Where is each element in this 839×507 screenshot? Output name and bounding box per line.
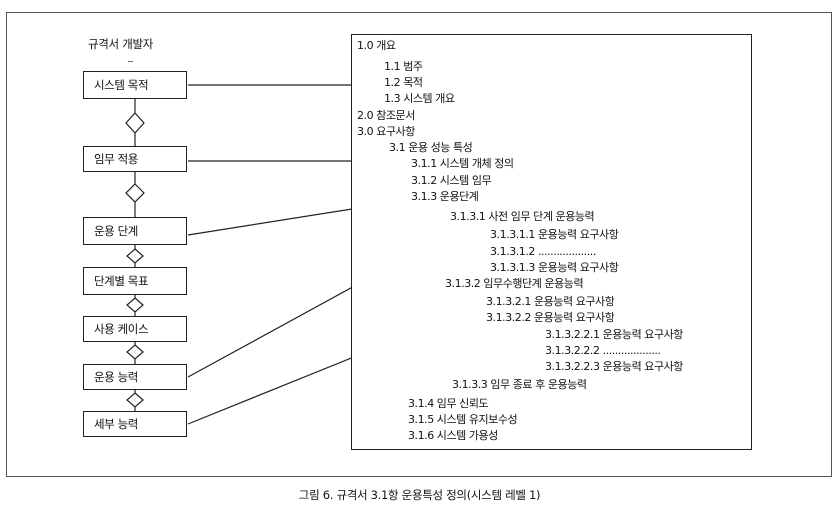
doc-line: 1.2 목적	[384, 76, 423, 89]
doc-line: 1.0 개요	[357, 39, 396, 52]
doc-line: 3.1.3.2.2.3 운용능력 요구사항	[545, 360, 683, 373]
box-label: 임무 적용	[94, 152, 138, 166]
doc-line: 3.1.3.2.2 운용능력 요구사항	[486, 311, 615, 324]
doc-line: 3.1.3.3 임무 종료 후 운용능력	[452, 378, 587, 391]
doc-line: 3.1.3 운용단계	[411, 190, 479, 203]
figure-caption: 그림 6. 규격서 3.1항 운용특성 정의(시스템 레벨 1)	[298, 488, 541, 502]
doc-line: 3.1.6 시스템 가용성	[408, 429, 498, 442]
box-label: 단계별 목표	[94, 274, 149, 288]
doc-line: 3.1.4 임무 신뢰도	[408, 397, 489, 410]
doc-line: 3.1.2 시스템 임무	[411, 174, 492, 187]
box-operation-phase: 운용 단계	[83, 217, 187, 245]
doc-line: 3.1.3.1.3 운용능력 요구사항	[490, 261, 619, 274]
doc-line: 3.1.5 시스템 유지보수성	[408, 413, 518, 426]
doc-line: 3.1.3.2.1 운용능력 요구사항	[486, 295, 615, 308]
doc-line: 1.1 범주	[384, 60, 423, 73]
title-underline-tick	[128, 61, 133, 62]
aggregation-diamond-2	[125, 183, 145, 203]
box-label: 운용 단계	[94, 224, 138, 238]
doc-line: 3.1.3.1.2 ...................	[490, 245, 596, 258]
aggregation-diamond-6	[126, 392, 144, 408]
aggregation-diamond-3	[126, 248, 144, 264]
doc-line: 3.1.3.2.2.1 운용능력 요구사항	[545, 328, 683, 341]
aggregation-diamond-1	[125, 112, 145, 134]
specification-document	[351, 34, 752, 450]
doc-line: 3.1.3.1.1 운용능력 요구사항	[490, 228, 619, 241]
box-mission-application: 임무 적용	[83, 146, 187, 172]
box-use-case: 사용 케이스	[83, 316, 187, 342]
doc-line: 3.1 운용 성능 특성	[389, 141, 473, 154]
doc-line: 1.3 시스템 개요	[384, 92, 455, 105]
box-label: 세부 능력	[94, 417, 138, 431]
box-label: 사용 케이스	[94, 322, 149, 336]
developer-label: 규격서 개발자	[88, 37, 154, 51]
doc-line: 3.1.3.1 사전 임무 단계 운용능력	[450, 210, 595, 223]
doc-line: 3.0 요구사항	[357, 125, 415, 138]
box-operational-capability: 운용 능력	[83, 364, 187, 390]
box-detailed-capability: 세부 능력	[83, 411, 187, 437]
doc-line: 3.1.1 시스템 개체 정의	[411, 157, 514, 170]
box-label: 시스템 목적	[94, 78, 149, 92]
aggregation-diamond-5	[126, 344, 144, 360]
figure-frame	[6, 12, 832, 477]
box-system-purpose: 시스템 목적	[83, 71, 187, 99]
doc-line: 2.0 참조문서	[357, 109, 415, 122]
box-label: 운용 능력	[94, 370, 138, 384]
aggregation-diamond-4	[126, 297, 144, 313]
doc-line: 3.1.3.2 임무수행단계 운용능력	[445, 277, 584, 290]
box-phase-objective: 단계별 목표	[83, 267, 187, 295]
doc-line: 3.1.3.2.2.2 ...................	[545, 344, 661, 357]
